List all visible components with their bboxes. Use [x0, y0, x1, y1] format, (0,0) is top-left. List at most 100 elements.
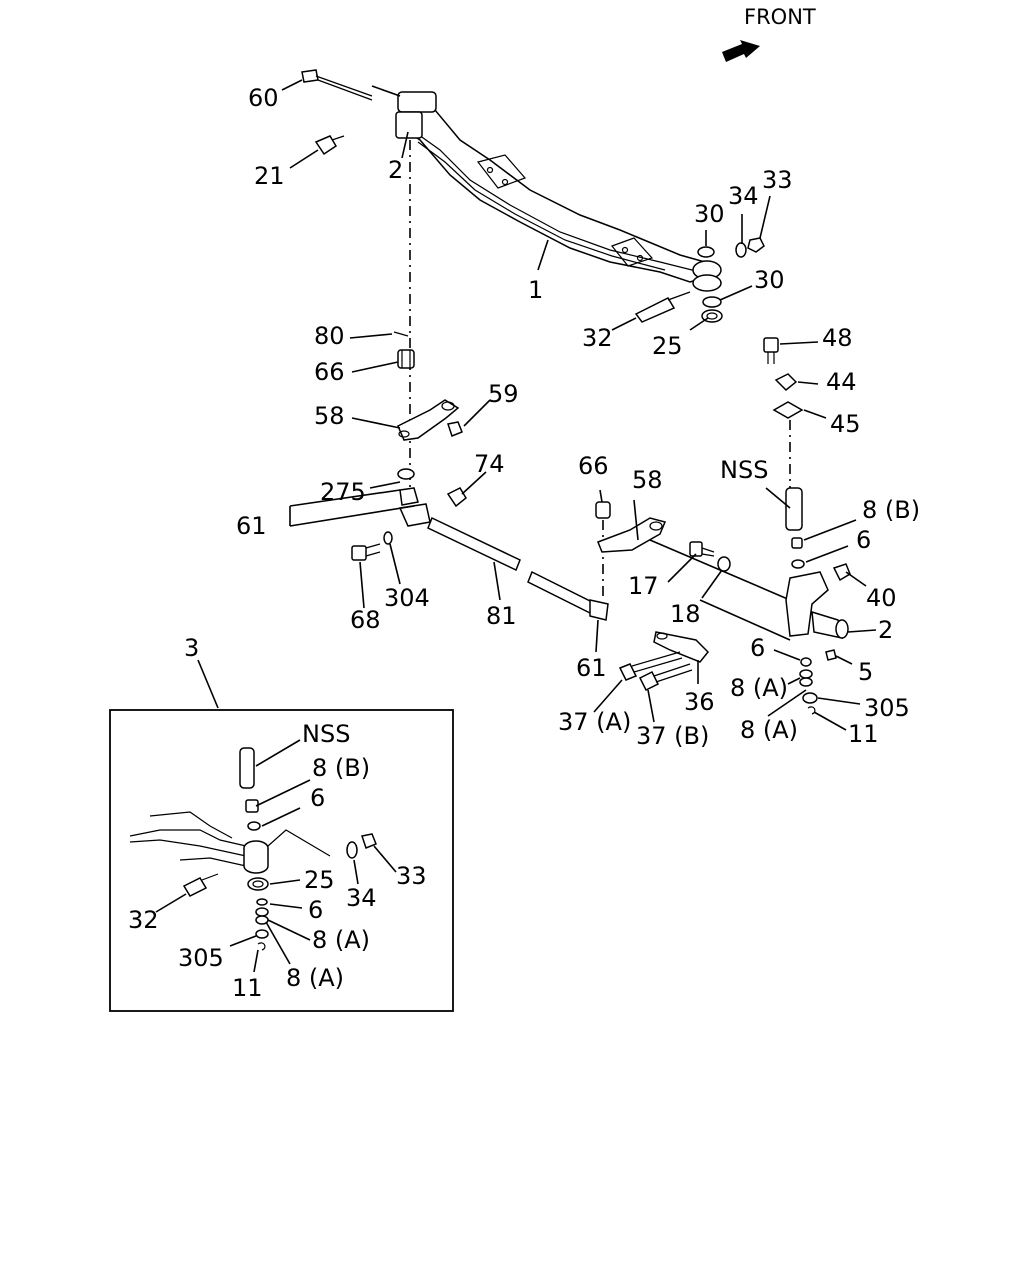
callout-61: 61 [236, 512, 267, 540]
inset-callout-34: 34 [346, 884, 377, 912]
washer-304 [383, 531, 393, 545]
thrust-bearing-8a-right [799, 669, 813, 687]
kingpin-nss-right [785, 487, 803, 531]
callout-labels: 60 21 2 1 30 34 33 30 32 25 80 66 58 59 … [128, 84, 920, 1002]
callout-40: 40 [866, 584, 897, 612]
pin-5 [825, 649, 837, 661]
inset-callout-6-lower: 6 [308, 896, 323, 924]
washer-18 [717, 556, 731, 572]
cap-45 [772, 401, 804, 419]
callout-8b: 8 (B) [862, 496, 920, 524]
callout-21: 21 [254, 162, 285, 190]
callout-30: 30 [694, 200, 725, 228]
inset-leader-lines [155, 739, 397, 973]
callout-60: 60 [248, 84, 279, 112]
inset-callout-25: 25 [304, 866, 335, 894]
inset-callout-11: 11 [232, 974, 263, 1002]
callout-33: 33 [762, 166, 793, 194]
inset-box [109, 709, 454, 1012]
castle-nut-66-right [595, 501, 611, 519]
steering-arm-58-left [397, 399, 460, 441]
callout-37a: 37 (A) [558, 708, 631, 736]
callout-81: 81 [486, 602, 517, 630]
washer-275 [397, 468, 415, 480]
callout-48: 48 [822, 324, 853, 352]
callout-17: 17 [628, 572, 659, 600]
callout-1: 1 [528, 276, 543, 304]
callout-275: 275 [320, 478, 366, 506]
washer-30-lower [702, 296, 722, 308]
shim-6-lower-right [800, 657, 812, 667]
callout-8a-lower: 8 (A) [740, 716, 798, 744]
lock-plate-44 [774, 373, 798, 392]
bolt-48 [763, 337, 779, 364]
snap-ring-11-right [807, 706, 816, 715]
callout-nss: NSS [720, 456, 768, 484]
callout-58-right: 58 [632, 466, 663, 494]
callout-2-right: 2 [878, 616, 893, 644]
bolt-37a [618, 651, 683, 681]
callout-304: 304 [384, 584, 430, 612]
inset-callout-nss: NSS [302, 720, 350, 748]
callout-2: 2 [388, 156, 403, 184]
seal-305-right [802, 692, 818, 704]
inset-callout-33: 33 [396, 862, 427, 890]
callout-32: 32 [582, 324, 613, 352]
bolt-17 [689, 541, 715, 557]
callout-37b: 37 (B) [636, 722, 709, 750]
grease-fitting-74 [446, 487, 467, 508]
inset-leader [197, 659, 219, 709]
steering-arm-58-right [597, 517, 667, 553]
cotter-pin-80 [393, 331, 409, 337]
steering-knuckle-2-right [785, 571, 849, 639]
callout-36: 36 [684, 688, 715, 716]
bolt-37b [638, 663, 693, 692]
callout-6: 6 [856, 526, 871, 554]
tie-rod-arm-36 [653, 631, 710, 663]
callout-30-lower: 30 [754, 266, 785, 294]
callout-34: 34 [728, 182, 759, 210]
front-arrow-icon [722, 40, 760, 62]
callout-8a: 8 (A) [730, 674, 788, 702]
callout-59: 59 [488, 380, 519, 408]
inset-callout-8b: 8 (B) [312, 754, 370, 782]
washer-34 [735, 242, 747, 258]
nut-40 [832, 563, 851, 582]
callout-74: 74 [474, 450, 505, 478]
callout-44: 44 [826, 368, 857, 396]
callout-6-lower: 6 [750, 634, 765, 662]
bolt-60 [301, 69, 373, 101]
inset-callout-32: 32 [128, 906, 159, 934]
callout-80: 80 [314, 322, 345, 350]
callout-66-right: 66 [578, 452, 609, 480]
inset-callout-6: 6 [310, 784, 325, 812]
front-axle-beam [395, 91, 722, 292]
callout-11: 11 [848, 720, 879, 748]
nut-33 [747, 237, 765, 253]
callout-66: 66 [314, 358, 345, 386]
tie-rod-end-61-right [589, 599, 609, 621]
front-label: FRONT [744, 5, 816, 29]
kingpin-32 [634, 291, 691, 323]
leader-lines [281, 79, 877, 731]
bolt-68 [351, 543, 381, 561]
inset-callout-8a: 8 (A) [312, 926, 370, 954]
callout-58: 58 [314, 402, 345, 430]
bushing-8b-right [791, 537, 803, 549]
callout-305: 305 [864, 694, 910, 722]
shim-6-upper-right [791, 559, 805, 569]
washer-30-upper [697, 246, 715, 258]
nut-59 [447, 421, 463, 437]
inset-callout-305: 305 [178, 944, 224, 972]
callout-45: 45 [830, 410, 861, 438]
castle-nut-66 [397, 349, 415, 369]
callout-68: 68 [350, 606, 381, 634]
callout-5: 5 [858, 658, 873, 686]
grease-fitting-21 [314, 135, 345, 156]
inset-callout-8a-lower: 8 (A) [286, 964, 344, 992]
callout-18: 18 [670, 600, 701, 628]
tie-rod-tube-81 [427, 516, 597, 616]
inset-number-3: 3 [184, 634, 199, 662]
callout-61-right: 61 [576, 654, 607, 682]
